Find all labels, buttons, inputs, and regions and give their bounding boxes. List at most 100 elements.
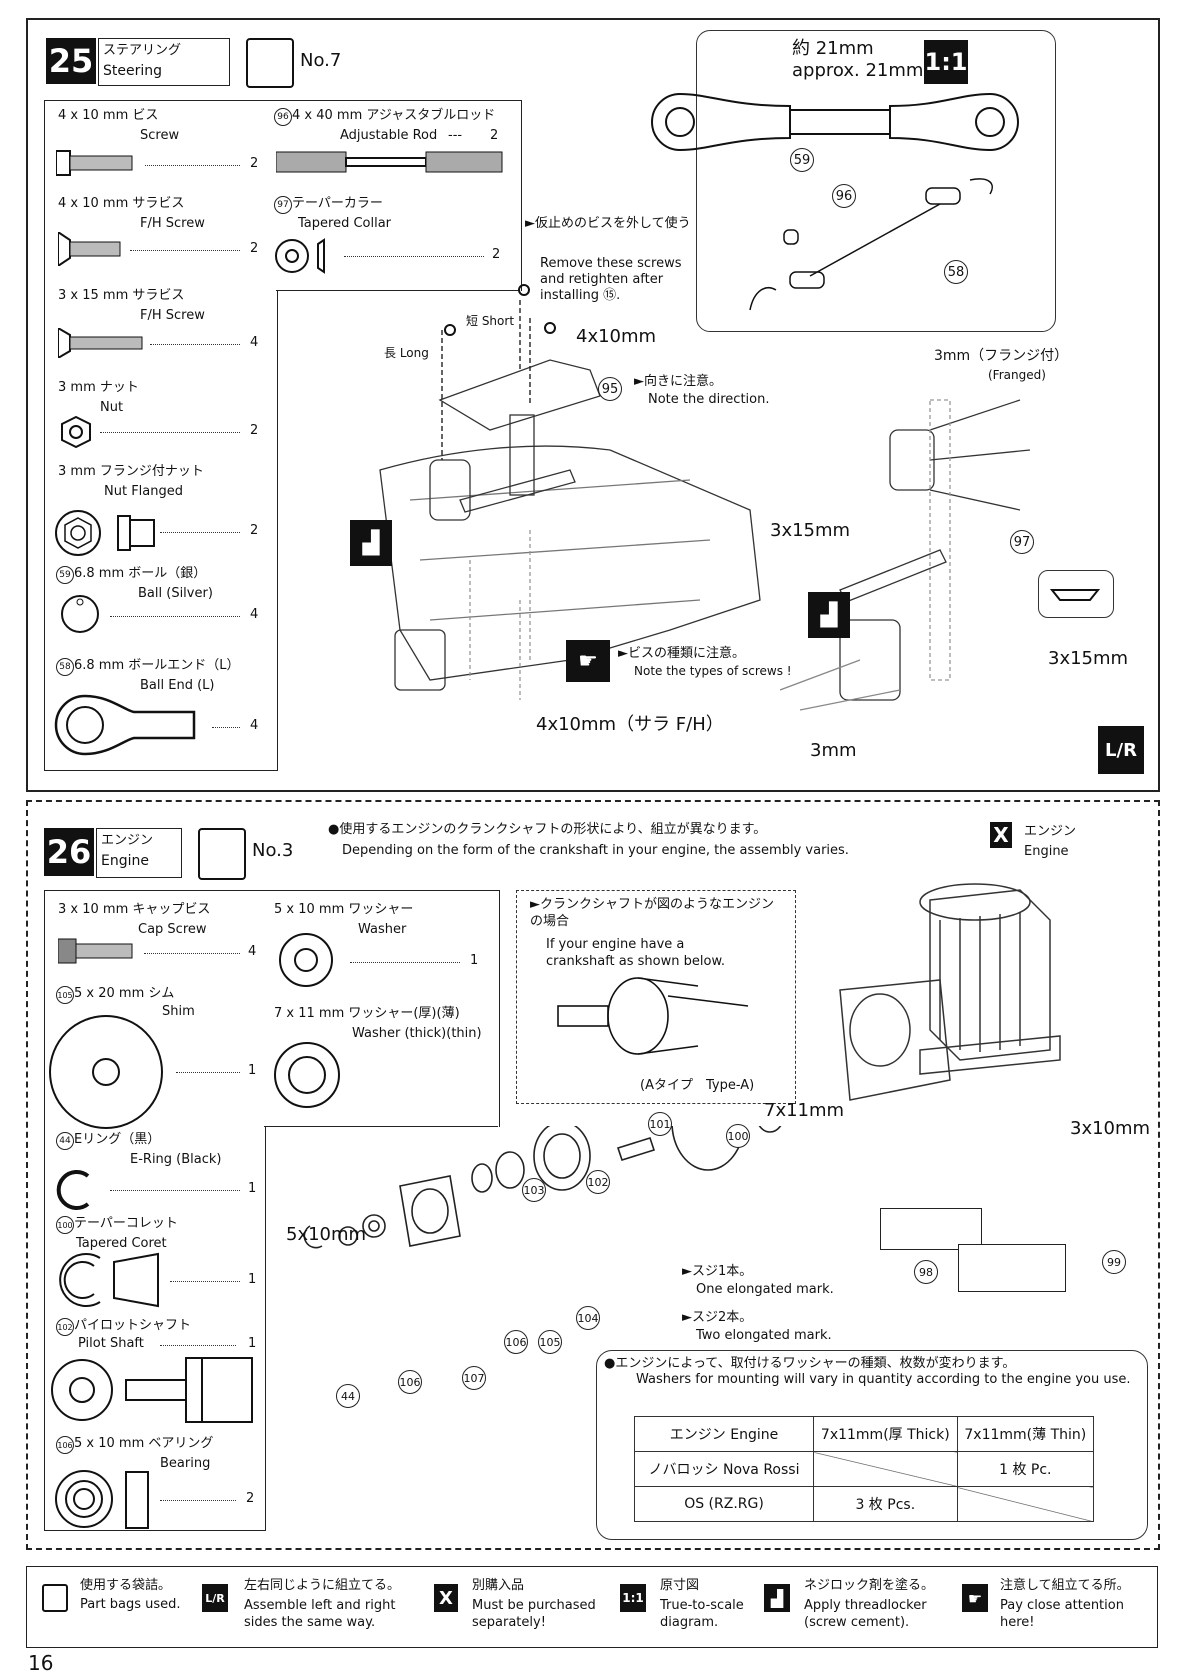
threadlock-icon: ▟ [350,520,392,566]
screw-3x15-label: 3x15mm [1048,648,1129,669]
part-id-circle: 102 [56,1318,74,1336]
page-number: 16 [28,1651,54,1675]
part-name-en: Screw [140,128,180,143]
steering-right-drawing [780,399,1031,711]
scale-icon: 1:1 [620,1584,646,1612]
engine-mount-98 [880,1208,982,1250]
legend-en: Assemble left and right sides the same w… [244,1598,396,1630]
legend-jp: 左右同じように組立てる。 [244,1578,401,1593]
part-callout: 95 [598,377,622,401]
parts-box-26-step [264,1126,498,1127]
washer-icon [274,1042,340,1108]
part-qty: 2 [246,1491,255,1506]
cap-screw-icon [58,938,133,964]
part-callout: 59 [790,148,814,172]
clutch-exploded-drawing [303,1126,782,1249]
screw-4x10-fh-label: 4x10mm（サラ F/H） [536,714,724,735]
bag-icon [198,828,246,880]
note-screws-jp: ►仮止めのビスを外して使う [525,216,691,231]
part-name-jp: テーパーカラー [292,196,383,211]
step-26-panel [26,800,1160,1550]
part-name-en: Bearing [160,1456,211,1471]
part-qty: 1 [248,1272,257,1287]
part-name-en: Nut [100,400,124,415]
part-name-jp: 6.8 mm ボール（銀） [74,566,207,581]
flanged-nut-label-en: (Franged) [988,368,1046,382]
scale-icon: 1:1 [924,40,968,84]
part-id-circle: 96 [274,108,292,126]
washer-7x11-label: 7x11mm [764,1100,845,1121]
legend-jp: 注意して組立てる所。 [1000,1578,1130,1593]
part-name-en: Tapered Collar [298,216,392,231]
steering-assembly-drawing [379,300,761,700]
part-name-jp: 7 x 11 mm ワッシャー(厚)(薄) [274,1006,460,1021]
legend-en: Part bags used. [80,1597,181,1612]
part-name-jp: Eリング（黒） [74,1132,161,1147]
part-name-en: F/H Screw [140,308,205,323]
part-name-en: Pilot Shaft [78,1336,144,1351]
fh-screw-icon [58,328,143,358]
fh-screw-icon [58,232,121,266]
part-qty: 2 [490,128,499,143]
table-header: エンジン Engine [634,1416,814,1452]
parts-box-26 [44,890,500,1127]
legend-jp: ネジロック剤を塗る。 [804,1578,935,1593]
legend-jp: 別購入品 [472,1578,525,1593]
part-qty: 4 [250,607,259,622]
step-title-jp: エンジン [101,833,154,848]
washer-note-en: Washers for mounting will vary in quanti… [636,1372,1131,1387]
part-name-en: Cap Screw [138,922,207,937]
parts-box-25-step [276,290,520,291]
legend-en: Must be purchased separately! [472,1598,596,1630]
legend-jp: 使用する袋詰。 [80,1578,172,1593]
washer-note-jp: ●エンジンによって、取付けるワッシャーの種類、枚数が変わります。 [604,1356,1016,1371]
engine-label-en: Engine [1024,844,1069,859]
part-name-jp: 3 mm ナット [58,380,139,395]
part-qty: 1 [248,1181,257,1196]
long-label: 長 Long [384,346,429,360]
part-name-jp: 5 x 20 mm シム [74,986,175,1001]
step-title-en: Engine [101,853,149,869]
step-title-box: ステアリング Steering [98,38,230,86]
dash: --- [448,128,463,143]
part-qty: 2 [250,523,259,538]
part-name-jp: 3 x 15 mm サラビス [58,288,185,303]
tapered-collet-icon [59,1252,159,1308]
part-name-en: Nut Flanged [104,484,183,499]
part-name-en: Ball End (L) [140,678,215,693]
table-cell [813,1451,958,1487]
part-callout: 106 [398,1370,422,1394]
flanged-nut-label: 3mm（フランジ付） [934,348,1069,364]
part-callout: 102 [586,1170,610,1194]
part-name-jp: 3 mm フランジ付ナット [58,464,204,479]
step-25-panel [26,18,1160,792]
part-callout: 100 [726,1124,750,1148]
part-callout: 58 [944,260,968,284]
ball-end-icon [54,694,196,756]
part-id-circle: 58 [56,658,74,676]
part-callout: 105 [538,1330,562,1354]
collar-detail-icon [1050,589,1100,601]
rod-true-scale-drawing [651,92,1019,152]
bag-icon [42,1584,68,1612]
part-qty: 1 [248,1336,257,1351]
adjustable-rod-icon [276,151,503,173]
crankshaft-drawing [557,977,749,1055]
step-title-jp: ステアリング [103,43,182,58]
parts-box-26-lower [44,1126,266,1531]
part-callout: 99 [1102,1250,1126,1274]
part-qty: 4 [248,944,257,959]
part-id-circle: 105 [56,986,74,1004]
bearing-icon [55,1470,149,1529]
ball-end-exploded [749,178,993,311]
engine-label-jp: エンジン [1024,824,1077,839]
table-cell: ノバロッシ Nova Rossi [634,1451,814,1487]
part-name-jp: 4 x 10 mm サラビス [58,196,185,211]
type-a-label: (Aタイプ Type-A) [640,1078,755,1093]
part-qty: 2 [250,156,259,171]
engine-drawing [839,883,1061,1101]
scale-inset [696,30,1056,332]
mark1-en: One elongated mark. [696,1282,834,1297]
screw-marker [444,324,456,336]
part-id-circle: 59 [56,566,74,584]
